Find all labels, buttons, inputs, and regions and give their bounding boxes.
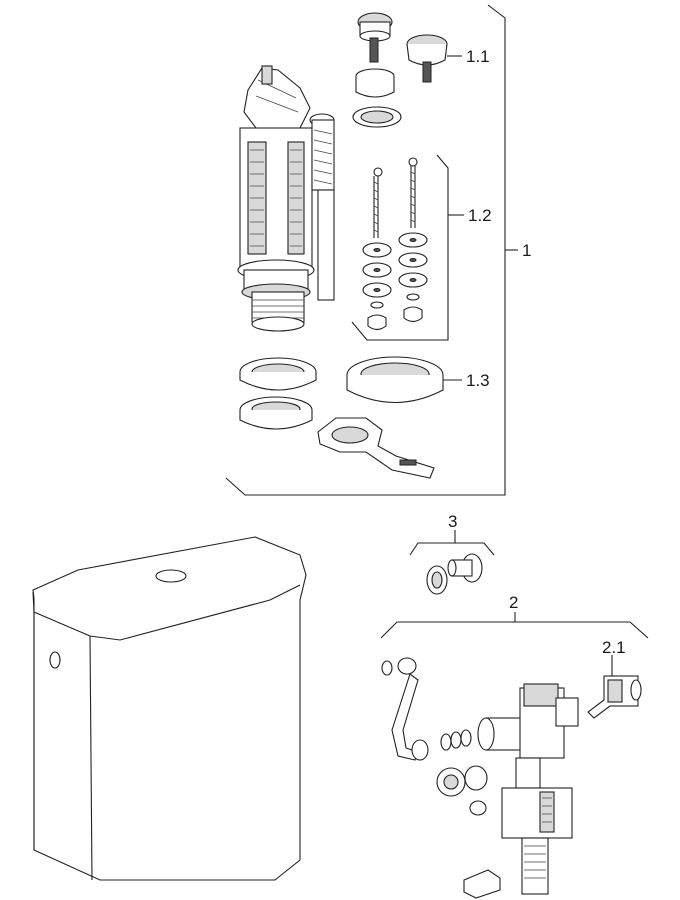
label-1: 1	[522, 241, 531, 260]
bracket-group-3	[409, 530, 495, 556]
flush-button-parts	[352, 12, 448, 128]
label-1-1: 1.1	[466, 47, 490, 66]
label-2: 2	[509, 593, 518, 612]
label-3: 3	[448, 512, 457, 531]
connector-parts	[426, 553, 483, 595]
label-1-2: 1.2	[468, 206, 492, 225]
screws-washers-set	[351, 154, 449, 341]
label-2-1: 2.1	[602, 638, 626, 657]
seal-rings	[239, 356, 444, 430]
bracket-group-1	[225, 4, 518, 496]
cistern-tank	[32, 536, 307, 881]
flush-valve-assembly	[237, 65, 335, 332]
assembly-wrench	[317, 417, 435, 479]
label-1-3: 1.3	[466, 371, 490, 390]
fill-valve-float-part	[587, 655, 642, 719]
bracket-group-2	[380, 612, 649, 639]
fill-valve-assembly	[381, 657, 579, 899]
